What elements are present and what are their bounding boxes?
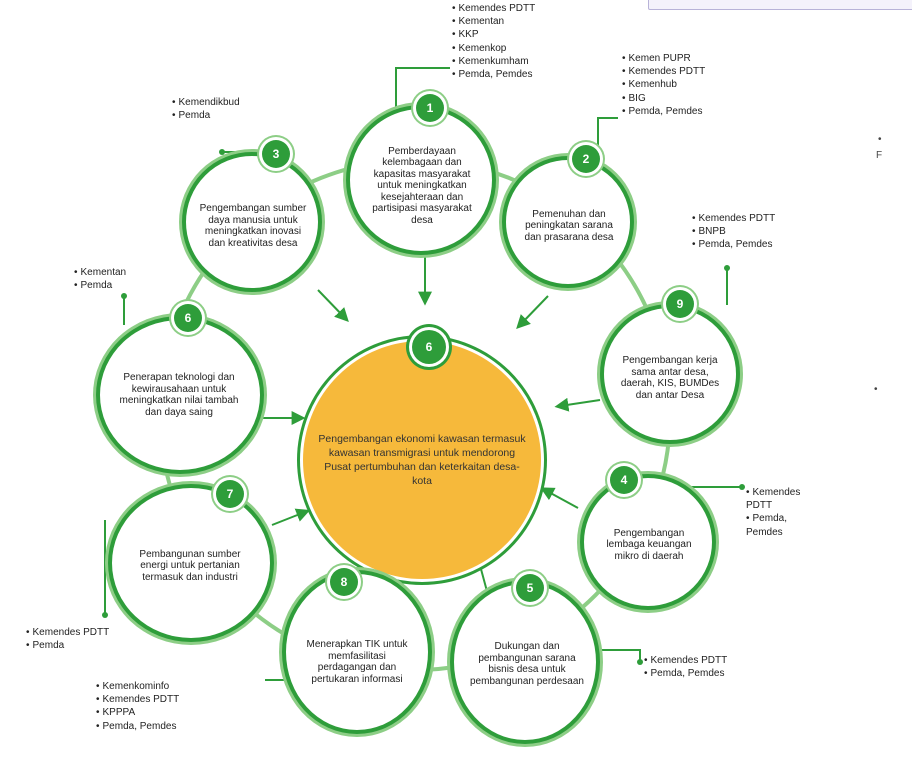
node-badge-5: 5 bbox=[516, 574, 544, 602]
node-circle-8 bbox=[282, 570, 432, 734]
agency-item: Kemenhub bbox=[622, 78, 705, 91]
agency-item: Kemendes PDTT bbox=[692, 212, 802, 225]
arrow-n2 bbox=[516, 295, 549, 330]
node-circle-4 bbox=[580, 474, 716, 610]
node-text-9: Pengembangan kerja sama antar desa, daer… bbox=[620, 355, 720, 401]
node-badge-7: 7 bbox=[216, 480, 244, 508]
agency-item: Kementan bbox=[452, 15, 535, 28]
node-circle-1 bbox=[346, 105, 496, 255]
node-number-3: 3 bbox=[272, 147, 280, 161]
leader-dot-n9 bbox=[724, 265, 730, 271]
node-text-8: Menerapkan TIK untuk memfasilitasi perda… bbox=[306, 639, 408, 685]
agency-item: Pemda, Pemdes bbox=[452, 68, 535, 81]
agency-list-2: Kemen PUPR Kemendes PDTT Kemenhub BIG Pe… bbox=[622, 52, 706, 118]
node-circle-3 bbox=[182, 152, 322, 292]
center-circle bbox=[300, 338, 544, 582]
node-text-1: Pemberdayaan kelembagaan dan kapasitas m… bbox=[372, 145, 472, 226]
agency-list-6: Kementan Pemda bbox=[74, 266, 127, 292]
agency-item: Kemendes PDTT bbox=[452, 2, 536, 15]
node-badge-1: 1 bbox=[416, 94, 444, 122]
leader-dot-n4 bbox=[739, 484, 745, 490]
agency-item: Kemen PUPR bbox=[622, 52, 705, 65]
agency-item: BNPB bbox=[692, 225, 802, 238]
agency-item: Kemendes PDTT bbox=[644, 654, 740, 667]
node-number-8: 8 bbox=[340, 575, 348, 589]
node-text-6: Penerapan teknologi dan kewirausahaan un… bbox=[119, 372, 239, 418]
agency-item: Kemendes PDTT bbox=[746, 486, 822, 512]
agency-item: Pemda, Pemdes bbox=[644, 667, 740, 680]
agency-item: Kemendes PDTT bbox=[26, 626, 110, 639]
agency-item: Kementan bbox=[74, 266, 127, 279]
node-badge-6: 6 bbox=[174, 304, 202, 332]
agency-item: Kemenkumham bbox=[452, 55, 535, 68]
node-number-9: 9 bbox=[676, 297, 684, 311]
edge-fragment-2: F bbox=[876, 150, 883, 161]
edge-fragment-3: • bbox=[874, 384, 878, 395]
agency-list-7: Kemendes PDTT Pemda bbox=[26, 626, 110, 652]
agency-item: Pemda bbox=[74, 279, 126, 292]
agency-item: Kemenkominfo bbox=[96, 680, 179, 693]
node-text-5: Dukungan dan pembangunan sarana bisnis d… bbox=[470, 641, 584, 687]
node-circle-5 bbox=[450, 580, 600, 744]
agency-item: Pemda, Pemdes bbox=[746, 512, 822, 538]
node-badge-9: 9 bbox=[666, 290, 694, 318]
arrow-n3 bbox=[317, 289, 349, 323]
node-number-2: 2 bbox=[582, 152, 590, 166]
node-circle-9 bbox=[600, 304, 740, 444]
agency-list-8: Kemenkominfo Kemendes PDTT KPPPA Pemda, … bbox=[96, 680, 180, 733]
agency-item: Kemendikbud bbox=[172, 96, 240, 109]
node-number-7: 7 bbox=[226, 487, 234, 501]
arrow-n4 bbox=[540, 487, 579, 509]
agency-item: Kemendes PDTT bbox=[96, 693, 180, 706]
agency-item: Pemda, Pemdes bbox=[96, 720, 179, 733]
leader-dot-n3 bbox=[219, 149, 225, 155]
node-circle-7 bbox=[108, 484, 274, 642]
agency-item: BIG bbox=[622, 92, 705, 105]
agency-item: Kemendes PDTT bbox=[622, 65, 706, 78]
node-number-6: 6 bbox=[184, 311, 192, 325]
edge-fragment-1: • bbox=[878, 134, 882, 145]
agency-list-1: Kemendes PDTT Kementan KKP Kemenkop Keme… bbox=[452, 2, 536, 81]
leader-dot-n7 bbox=[102, 612, 108, 618]
node-badge-2: 2 bbox=[572, 145, 600, 173]
agency-list-4: Kemendes PDTT Pemda, Pemdes bbox=[746, 486, 822, 539]
agency-item: Pemda, Pemdes bbox=[622, 105, 705, 118]
node-circle-2 bbox=[502, 156, 634, 288]
node-text-7: Pembangunan sumber energi untuk pertania… bbox=[139, 548, 241, 583]
node-number-4: 4 bbox=[620, 473, 628, 487]
agency-item: Pemda, Pemdes bbox=[692, 238, 802, 251]
node-badge-8: 8 bbox=[330, 568, 358, 596]
center-text: Pengembangan ekonomi kawasan termasuk ka… bbox=[318, 433, 526, 487]
agency-item: Pemda bbox=[172, 109, 240, 122]
node-number-5: 5 bbox=[526, 581, 534, 595]
leader-dot-n6 bbox=[121, 293, 127, 299]
node-text-4: Pengembangan lembaga keuangan mikro di d… bbox=[606, 527, 692, 562]
arrow-n9 bbox=[554, 397, 601, 412]
center-number-badge: 6 bbox=[412, 330, 446, 364]
leader-dot-n5 bbox=[637, 659, 643, 665]
node-badge-3: 3 bbox=[262, 140, 290, 168]
agency-item: Pemda bbox=[26, 639, 109, 652]
agency-list-3: Kemendikbud Pemda bbox=[172, 96, 240, 122]
agency-list-9: Kemendes PDTT BNPB Pemda, Pemdes bbox=[692, 212, 802, 252]
agency-item: Kemenkop bbox=[452, 42, 535, 55]
center-number: 6 bbox=[425, 340, 433, 354]
node-badge-4: 4 bbox=[610, 466, 638, 494]
node-text-2: Pemenuhan dan peningkatan sarana dan pra… bbox=[524, 208, 614, 243]
node-number-1: 1 bbox=[426, 101, 434, 115]
top-panel-edge bbox=[648, 0, 912, 10]
agency-item: KKP bbox=[452, 28, 535, 41]
agency-list-5: Kemendes PDTT Pemda, Pemdes bbox=[644, 654, 740, 680]
node-text-3: Pengembangan sumber daya manusia untuk m… bbox=[199, 203, 307, 249]
agency-item: KPPPA bbox=[96, 706, 179, 719]
arrow-n7 bbox=[271, 508, 311, 526]
leader-n5 bbox=[580, 649, 641, 662]
